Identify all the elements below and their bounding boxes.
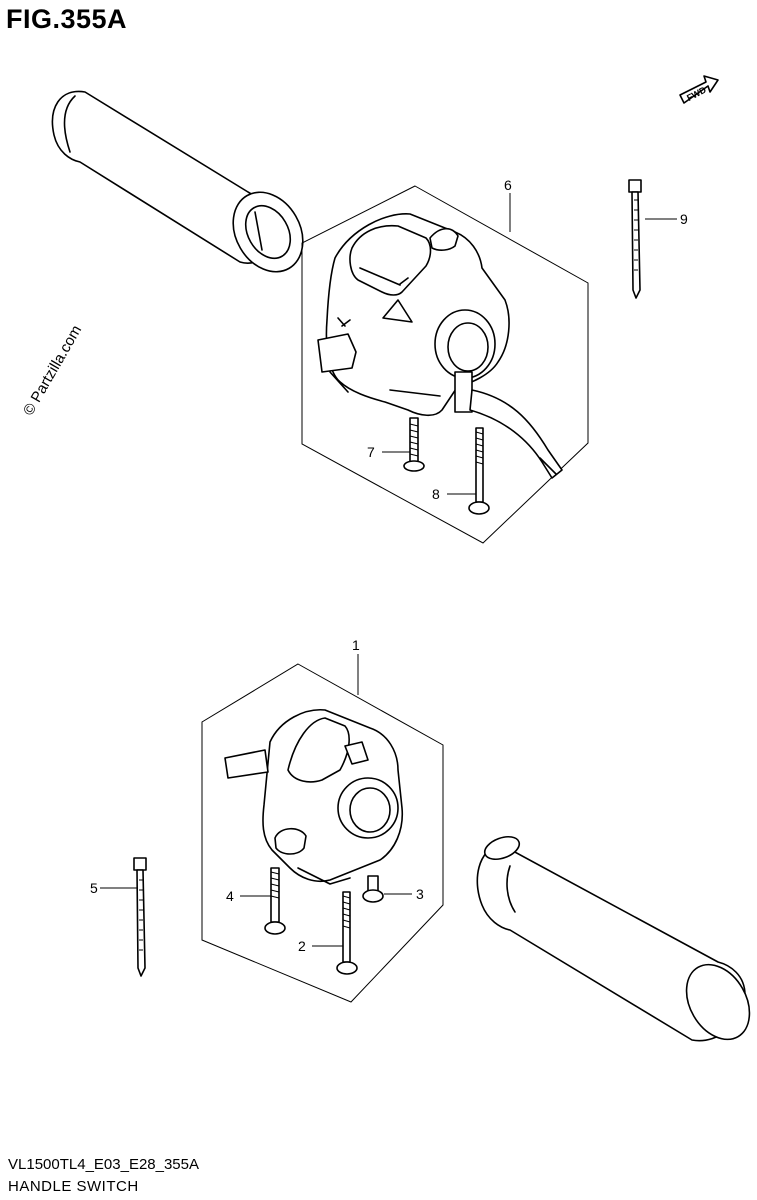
screw-part-4: [264, 867, 286, 935]
left-handle-switch-lower: [224, 709, 404, 885]
figure-code: VL1500TL4_E03_E28_355A: [8, 1156, 200, 1173]
callout-6: 6: [504, 177, 512, 193]
callout-lines: [100, 193, 677, 947]
callout-4: 4: [226, 888, 234, 904]
screw-part-7: [403, 417, 425, 472]
figure-title: FIG.355A: [6, 4, 128, 34]
assembly-frame-lower: [201, 663, 444, 1003]
right-handle-switch-upper: [317, 213, 563, 479]
callout-1: 1: [352, 637, 360, 653]
screw-part-2: [336, 891, 358, 975]
screw-part-3: [362, 875, 384, 903]
callout-2: 2: [298, 938, 306, 954]
fwd-arrow-icon: FWD: [679, 75, 719, 104]
callout-7: 7: [367, 444, 375, 460]
left-grip: [51, 90, 304, 273]
callout-9: 9: [680, 211, 688, 227]
cable-tie-part-5: [133, 857, 147, 977]
cable-tie-part-9: [628, 179, 642, 299]
screw-part-8: [468, 427, 490, 515]
assembly-frame-upper: [301, 185, 589, 544]
figure-name: HANDLE SWITCH: [8, 1178, 139, 1195]
callout-3: 3: [416, 886, 424, 902]
callout-5: 5: [90, 880, 98, 896]
callout-8: 8: [432, 486, 440, 502]
right-grip: [476, 835, 751, 1042]
